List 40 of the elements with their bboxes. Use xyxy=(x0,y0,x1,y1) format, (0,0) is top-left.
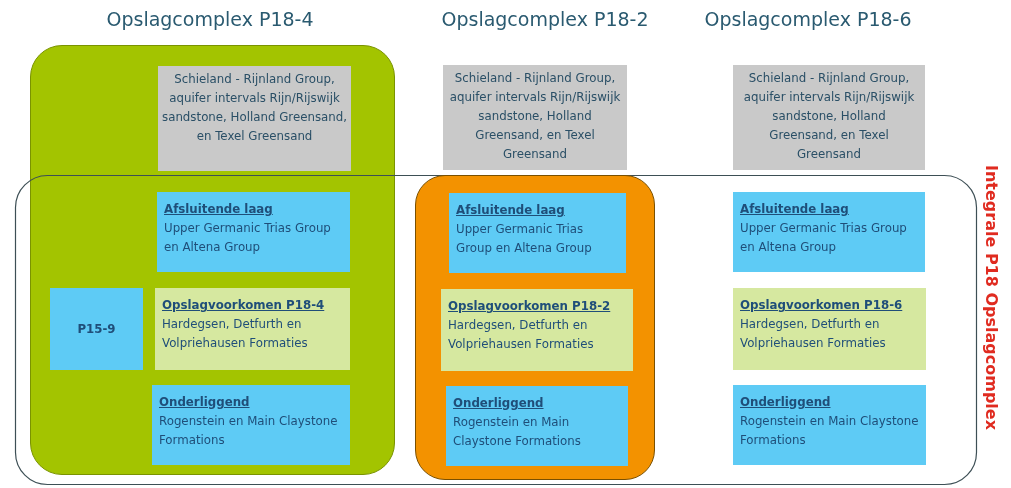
layer-description: Rogenstein en Main Claystone Formations xyxy=(453,414,582,450)
layer-heading: Onderliggend xyxy=(159,394,251,411)
layer-box xyxy=(155,288,350,370)
layer-description: Schieland - Rijnland Group, aquifer intervals Rijn/Rijswijk sandstone, Holland Greensand, en Texel Greensand xyxy=(162,71,347,145)
formation-box xyxy=(733,65,925,170)
region-box xyxy=(415,175,655,480)
layer-description: Upper Germanic Trias Group en Altena Group xyxy=(164,220,332,256)
layer-description: Upper Germanic Trias Group en Altena Group xyxy=(456,221,593,257)
layer-description: Rogenstein en Main Claystone Formations xyxy=(740,413,919,449)
layer-box xyxy=(446,386,628,466)
layer-heading: Opslagvoorkomen P18-2 xyxy=(448,298,612,315)
formation-box xyxy=(443,65,627,170)
column-title: Opslagcomplex P18-6 xyxy=(704,8,912,30)
layer-description: Hardegsen, Detfurth en Volpriehausen Formaties xyxy=(740,316,887,352)
layer-box xyxy=(152,385,350,465)
layer-heading: Afsluitende laag xyxy=(740,201,850,218)
layer-heading: Onderliggend xyxy=(740,394,832,411)
layer-heading: Onderliggend xyxy=(453,395,545,412)
layer-heading: Opslagvoorkomen P18-6 xyxy=(740,297,904,314)
layer-description: Schieland - Rijnland Group, aquifer intervals Rijn/Rijswijk sandstone, Holland Greensand, en Texel Greensand xyxy=(742,70,916,163)
column-title: Opslagcomplex P18-4 xyxy=(106,8,314,30)
layer-heading: Afsluitende laag xyxy=(164,201,274,218)
layer-heading: Opslagvoorkomen P18-4 xyxy=(162,297,326,314)
layer-description: Schieland - Rijnland Group, aquifer intervals Rijn/Rijswijk sandstone, Holland Greensand, en Texel Greensand xyxy=(448,70,622,163)
layer-box xyxy=(441,289,633,371)
region-title: Integrale P18 Opslagcomplex xyxy=(981,165,1001,431)
block-box xyxy=(50,288,143,370)
layer-box xyxy=(733,288,926,370)
layer-description: Hardegsen, Detfurth en Volpriehausen Formaties xyxy=(448,317,595,353)
layer-description: Rogenstein en Main Claystone Formations xyxy=(159,413,339,449)
layer-heading: Afsluitende laag xyxy=(456,202,566,219)
layer-box xyxy=(157,192,350,272)
column-title: Opslagcomplex P18-2 xyxy=(441,8,649,30)
layer-box xyxy=(449,193,626,273)
layer-box xyxy=(733,192,925,272)
layer-description: Hardegsen, Detfurth en Volpriehausen Formaties xyxy=(162,316,309,352)
block-label: P15-9 xyxy=(77,320,116,338)
layer-box xyxy=(733,385,926,465)
formation-box xyxy=(158,66,351,171)
layer-description: Upper Germanic Trias Group en Altena Group xyxy=(740,220,908,256)
